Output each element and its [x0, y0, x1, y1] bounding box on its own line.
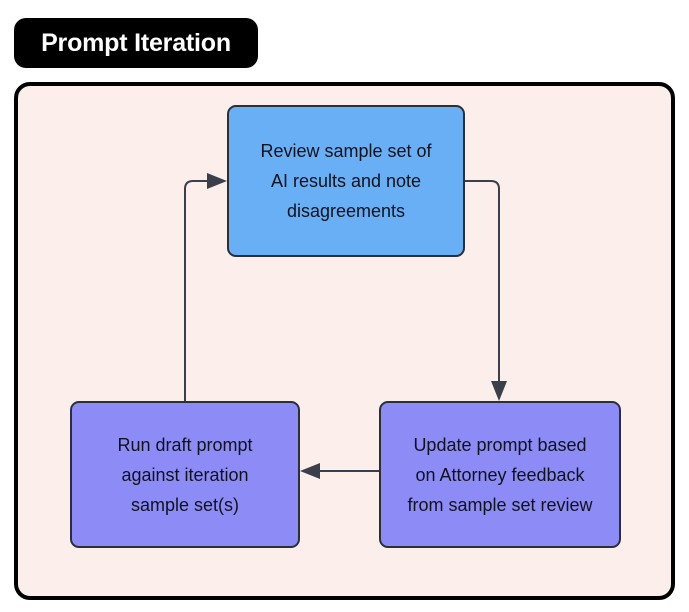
node-review-sample-set-label: Review sample set of AI results and note… — [260, 141, 432, 221]
node-run-draft-prompt[interactable]: Run draft prompt against iteration sampl… — [70, 401, 300, 548]
node-review-sample-set[interactable]: Review sample set of AI results and note… — [227, 105, 465, 257]
diagram-title-badge: Prompt Iteration — [14, 18, 258, 68]
node-run-draft-prompt-label: Run draft prompt against iteration sampl… — [117, 434, 253, 515]
node-update-prompt-label: Update prompt based on Attorney feedback… — [407, 434, 593, 515]
page-title: Prompt Iteration — [41, 28, 231, 57]
node-update-prompt[interactable]: Update prompt based on Attorney feedback… — [379, 401, 621, 548]
